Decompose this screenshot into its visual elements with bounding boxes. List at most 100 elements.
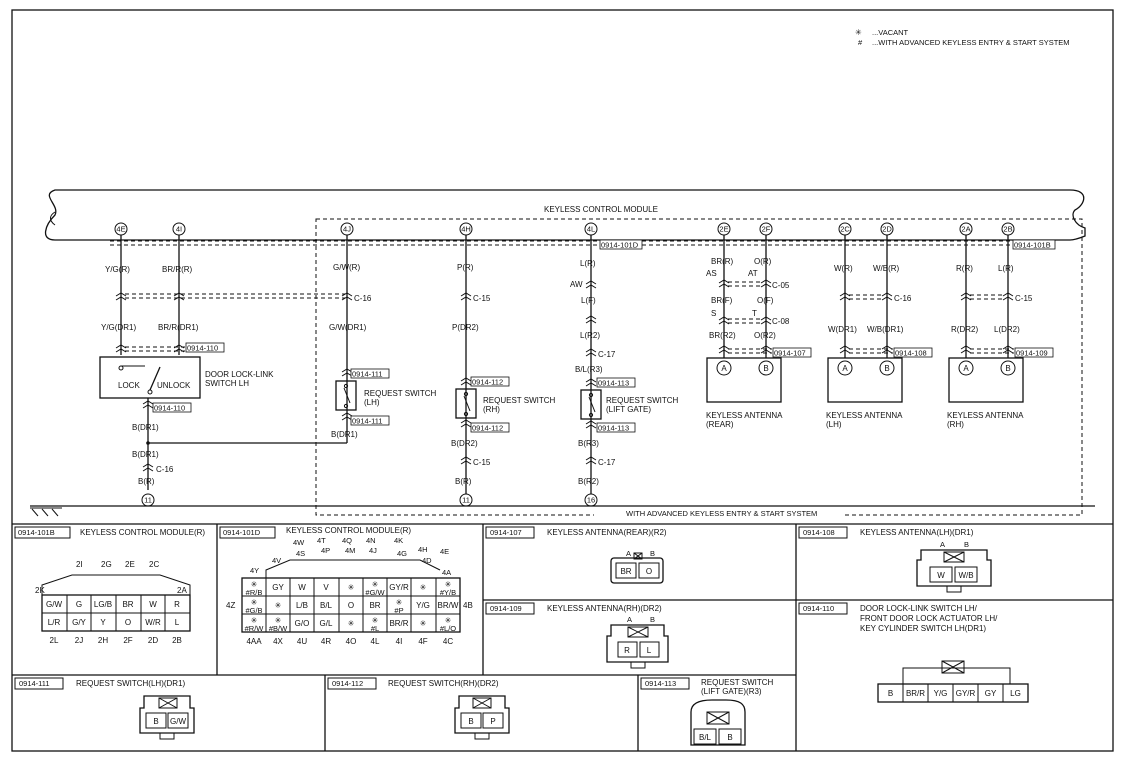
req-rh-name2: (RH) — [483, 405, 500, 414]
ant-rear-a: A — [721, 364, 727, 373]
wire-4l-f: L(F) — [581, 296, 596, 305]
p101d-bottom-pin-5: 4O — [346, 637, 357, 646]
p101d-row3-cell-5: ✳ — [348, 619, 355, 628]
wire-2a-bottom: R(DR2) — [951, 325, 978, 334]
wire-4j-top: G/W(R) — [333, 263, 360, 272]
p101d-row1-cell-3: W — [298, 583, 306, 592]
wire-2e-as: AS — [706, 269, 717, 278]
p110-cell-2: BR/R — [906, 689, 925, 698]
wire-4l-lower: B(R3) — [578, 439, 599, 448]
p107-cell-a: BR — [620, 567, 631, 576]
p108-cell-a: W — [937, 571, 945, 580]
p101d-row2-sub-1: #G/B — [245, 606, 262, 615]
door-switch-name2: SWITCH LH — [205, 379, 249, 388]
wire-2b-connector: C-15 — [1015, 294, 1033, 303]
p101b-r1-2: G — [76, 600, 82, 609]
panel-0914-101d: 0914-101D KEYLESS CONTROL MODULE(R) 4W 4… — [219, 526, 473, 633]
ant-rh-b: B — [1005, 364, 1010, 373]
p112-code: 0914-112 — [332, 679, 363, 688]
p109-body — [606, 624, 669, 663]
p107-body — [610, 557, 664, 584]
legend-advanced-text: ...WITH ADVANCED KEYLESS ENTRY & START S… — [872, 38, 1070, 47]
p101b-r2-3: Y — [100, 618, 106, 627]
p101b-r1-4: BR — [122, 600, 133, 609]
wire-2b-top: L(R) — [998, 264, 1014, 273]
module-title: KEYLESS CONTROL MODULE — [544, 205, 658, 214]
p101b-top-pin-2: 2G — [101, 560, 112, 569]
p101b-r2-2: G/Y — [72, 618, 86, 627]
p101d-bottom-pin-2: 4X — [273, 637, 283, 646]
p113-title: REQUEST SWITCH — [701, 678, 774, 687]
p113-cell-a: B/L — [699, 733, 712, 742]
wire-4h-ground-wire: B(R) — [455, 477, 472, 486]
p101b-bottom-pin-1: 2L — [50, 636, 59, 645]
p101d-top-4a: 4A — [442, 568, 451, 577]
p101d-row3-cell-2: ✳ — [275, 616, 282, 625]
req-lh-conn-bottom: 0914-111 — [352, 417, 383, 426]
p101d-bottom-pin-4: 4R — [321, 637, 331, 646]
p101d-top-4e: 4E — [440, 547, 449, 556]
left-branch-dr1-b: B(DR1) — [132, 450, 159, 459]
p101d-row1-cell-9: ✳ — [445, 580, 452, 589]
p101b-bottom-pin-6: 2B — [172, 636, 182, 645]
wire-2c-bottom: W(DR1) — [828, 325, 857, 334]
p101b-bottom-pin-2: 2J — [75, 636, 83, 645]
p101b-r1-5: W — [149, 600, 157, 609]
wire-4e-top: Y/G(R) — [105, 265, 130, 274]
panel-0914-112: 0914-112 REQUEST SWITCH(RH)(DR2) B P — [327, 677, 510, 740]
p101d-row1-sub-9: #Y/B — [440, 588, 456, 597]
wire-2f-top: O(R) — [754, 257, 772, 266]
terminal-2d: 2D — [882, 225, 892, 234]
panel-0914-113: 0914-113 REQUEST SWITCH (LIFT GATE)(R3) … — [640, 677, 774, 746]
ant-rear-name: KEYLESS ANTENNA — [706, 411, 783, 420]
p101d-row1-cell-4: V — [323, 583, 329, 592]
circuit-door-lock-link: Y/G(R) BR/R(R) Y/G(DR1) BR/R(DR1) 0914-1… — [99, 235, 347, 507]
ant-rear-b: B — [763, 364, 768, 373]
circuit-antenna-rh: R(R) L(R) C-15 R(DR2) L(DR2) 0914-109 A … — [947, 235, 1054, 429]
circuit-request-switch-liftgate: L(R) AW L(F) L(R2) C-17 B/L(R3) 0914-113… — [570, 235, 679, 507]
p101d-row3-sub-2: #B/W — [269, 624, 288, 633]
p101d-bottom-pin-7: 4I — [396, 637, 403, 646]
p101d-bottom-pin-6: 4L — [371, 637, 380, 646]
p101d-row2-cell-6: BR — [369, 601, 380, 610]
p110-cell-5: GY — [985, 689, 997, 698]
p101d-row1-sub-6: #G/W — [365, 588, 385, 597]
left-branch-c16: C-16 — [156, 465, 174, 474]
p109-title: KEYLESS ANTENNA(RH)(DR2) — [547, 604, 662, 613]
wire-4h-top: P(R) — [457, 263, 474, 272]
p112-body — [454, 695, 510, 734]
p101d-row1-cell-7: GY/R — [389, 583, 409, 592]
ground-no-4l: 16 — [587, 496, 595, 505]
req-rh-conn-top: 0914-112 — [472, 378, 503, 387]
terminal-2a: 2A — [961, 225, 970, 234]
circuit-request-switch-rh: P(R) C-15 P(DR2) 0914-112 REQUEST SWITCH… — [451, 235, 556, 507]
p101d-row3-cell-3: G/O — [295, 619, 310, 628]
p101d-top-4w: 4W — [293, 538, 305, 547]
p113-body — [690, 699, 746, 746]
p101d-row3-cell-1: ✳ — [251, 616, 258, 625]
legend-advanced-symbol: # — [858, 38, 863, 47]
p101b-r2-6: L — [175, 618, 180, 627]
p107-pin-a: A — [626, 549, 631, 558]
wire-4l-r3: B/L(R3) — [575, 365, 603, 374]
p101d-code: 0914-101D — [223, 528, 261, 537]
terminal-2e: 2E — [719, 225, 728, 234]
wire-2d-connector: C-16 — [894, 294, 912, 303]
outer-frame — [11, 9, 1114, 752]
p113-code: 0914-113 — [645, 679, 676, 688]
wire-4j-bottom: G/W(DR1) — [329, 323, 367, 332]
req-lg-conn-top: 0914-113 — [598, 379, 629, 388]
p101d-row3-cell-7: BR/R — [389, 619, 408, 628]
p101d-row3-cell-9: ✳ — [445, 616, 452, 625]
wire-2b-bottom: L(DR2) — [994, 325, 1020, 334]
door-switch-conn-top: 0914-110 — [187, 344, 218, 353]
p110-cell-1: B — [888, 689, 893, 698]
wire-2e-mid: BR(F) — [711, 296, 733, 305]
wire-4h-lower: B(DR2) — [451, 439, 478, 448]
ground-bus — [30, 505, 1095, 517]
p101b-r1-3: LG/B — [94, 600, 112, 609]
p109-cell-a: R — [624, 646, 630, 655]
req-lh-name2: (LH) — [364, 398, 380, 407]
p110-cell-6: LG — [1010, 689, 1021, 698]
wire-4l-c17: C-17 — [598, 350, 616, 359]
